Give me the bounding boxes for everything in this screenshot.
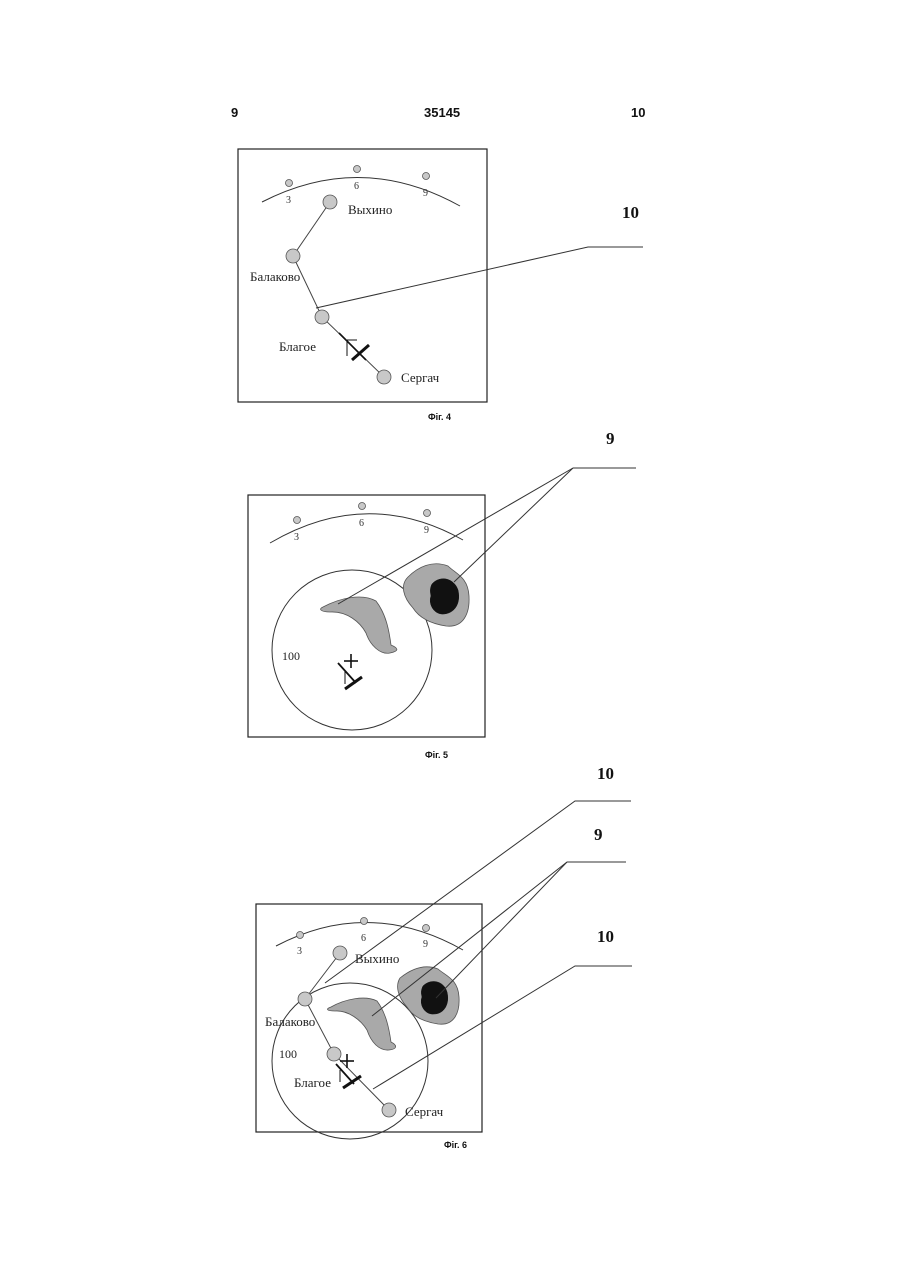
figure-6: 3 6 9 100 Выхино Балаково Благое Сергач … xyxy=(256,764,632,1150)
fig5-tick-3: 3 xyxy=(294,532,299,543)
fig6-ref-label-9: 9 xyxy=(594,825,603,844)
fig5-scale-dot-9 xyxy=(424,510,431,517)
fig4-station-blagoe xyxy=(315,310,329,324)
page-number-right: 10 xyxy=(631,105,645,120)
fig6-scale-dot-9 xyxy=(423,925,430,932)
fig5-scale-dot-3 xyxy=(294,517,301,524)
fig4-scale-dot-9 xyxy=(423,173,430,180)
fig6-label-balakovo: Балаково xyxy=(265,1014,315,1029)
fig5-storm-core xyxy=(430,579,459,614)
fig6-label-vykhino: Выхино xyxy=(355,951,399,966)
fig6-range-label: 100 xyxy=(279,1047,297,1061)
fig6-station-blagoe xyxy=(327,1047,341,1061)
fig4-scale-dot-6 xyxy=(354,166,361,173)
fig4-scale-dot-3 xyxy=(286,180,293,187)
fig4-station-sergach xyxy=(377,370,391,384)
fig4-tick-9: 9 xyxy=(423,188,428,199)
fig4-label-vykhino: Выхино xyxy=(348,202,392,217)
fig6-label-blagoe: Благое xyxy=(294,1075,331,1090)
fig6-label-sergach: Сергач xyxy=(405,1104,444,1119)
fig6-scale-dot-3 xyxy=(297,932,304,939)
fig5-tick-9: 9 xyxy=(424,525,429,536)
fig6-storm-core xyxy=(421,981,448,1014)
fig5-ref-label: 9 xyxy=(606,429,615,448)
fig6-tick-9: 9 xyxy=(423,939,428,950)
fig6-tick-3: 3 xyxy=(297,946,302,957)
fig4-ref-label: 10 xyxy=(622,203,639,222)
fig6-ref-label-bottom: 10 xyxy=(597,927,614,946)
fig6-caption: Фіг. 6 xyxy=(444,1140,467,1150)
fig5-tick-6: 6 xyxy=(359,518,364,529)
fig6-station-balakovo xyxy=(298,992,312,1006)
fig6-station-vykhino xyxy=(333,946,347,960)
fig6-scale-dot-6 xyxy=(361,918,368,925)
patent-number: 35145 xyxy=(424,105,460,120)
figure-4: 3 6 9 Выхино Балаково Благое Сергач 10 Ф… xyxy=(238,149,643,422)
fig4-tick-6: 6 xyxy=(354,181,359,192)
fig5-caption: Фіг. 5 xyxy=(425,750,448,760)
fig5-scale-dot-6 xyxy=(359,503,366,510)
fig4-label-blagoe: Благое xyxy=(279,339,316,354)
fig6-ref-label-top: 10 xyxy=(597,764,614,783)
fig6-tick-6: 6 xyxy=(361,933,366,944)
fig4-label-sergach: Сергач xyxy=(401,370,440,385)
fig4-station-balakovo xyxy=(286,249,300,263)
fig4-label-balakovo: Балаково xyxy=(250,269,300,284)
fig4-tick-3: 3 xyxy=(286,195,291,206)
fig4-caption: Фіг. 4 xyxy=(428,412,451,422)
fig6-station-sergach xyxy=(382,1103,396,1117)
figure-5: 3 6 9 100 9 Фіг. 5 xyxy=(248,429,636,760)
fig4-station-vykhino xyxy=(323,195,337,209)
page-number-left: 9 xyxy=(231,105,238,120)
fig5-range-label: 100 xyxy=(282,649,300,663)
